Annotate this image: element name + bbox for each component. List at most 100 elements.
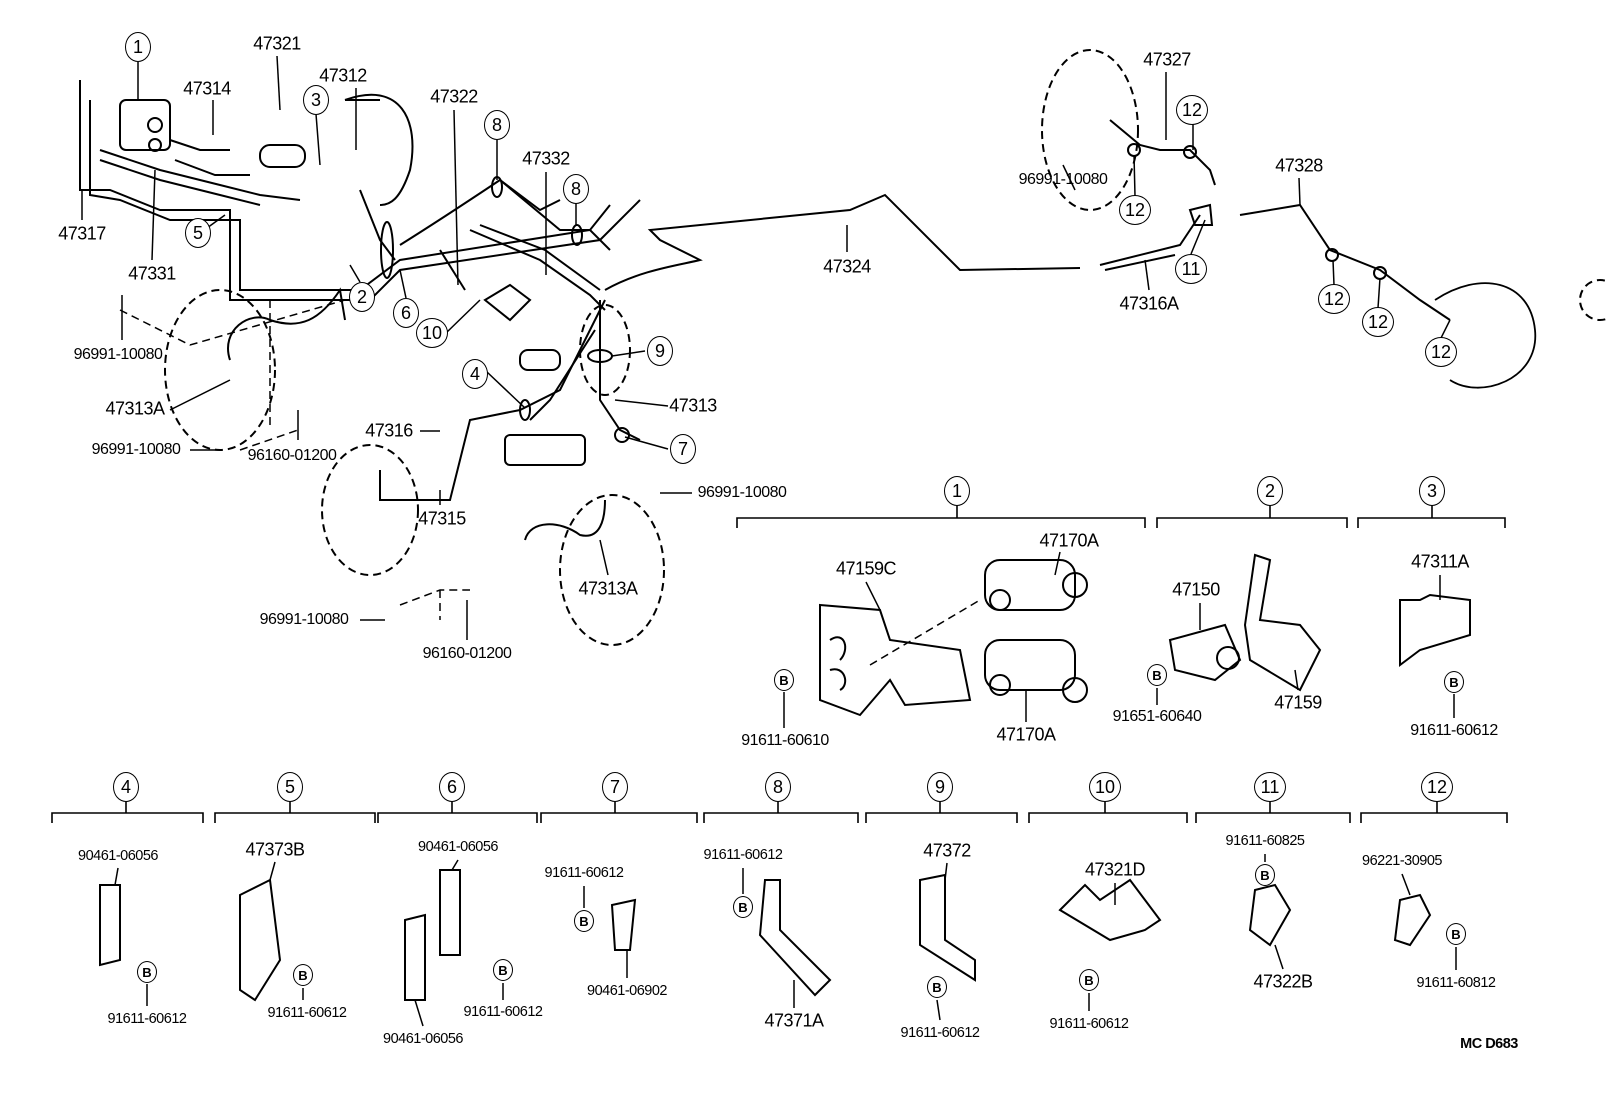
part-label: 47313A: [578, 578, 638, 599]
master-cylinder-drum: [344, 93, 414, 206]
group-brackets: [51, 505, 1508, 823]
part-label: 96160-01200: [247, 447, 337, 464]
part-label: 91611-60612: [703, 847, 783, 863]
dashed-leaders: [119, 299, 981, 666]
group-2-callout: 2: [1257, 476, 1283, 506]
part-label: 47322: [430, 86, 478, 107]
group-8-callout: 8: [765, 772, 791, 802]
part-label: 47311A: [1411, 551, 1469, 572]
part-label: 91611-60610: [741, 732, 829, 749]
part-label: 91611-60612: [107, 1011, 187, 1027]
part-label: 47313: [669, 395, 717, 416]
group-11-callout: 11: [1254, 772, 1286, 802]
callout-12: 12: [1362, 307, 1394, 337]
part-label: 47313A: [105, 398, 165, 419]
bolt-mark: B: [1079, 969, 1099, 991]
group-4-callout: 4: [113, 772, 139, 802]
callout-10: 10: [416, 318, 448, 348]
part-label: 91611-60612: [1049, 1016, 1129, 1032]
part-label: 91611-60612: [900, 1025, 980, 1041]
part-label: 96991-10080: [91, 441, 181, 458]
diagram-code: MC D683: [1460, 1036, 1518, 1052]
bolt-mark: B: [1444, 671, 1464, 693]
part-label: 96991-10080: [697, 484, 787, 501]
part-label: 47328: [1275, 155, 1323, 176]
callout-6: 6: [393, 298, 419, 328]
group-3-callout: 3: [1419, 476, 1445, 506]
leader-lines: [81, 55, 1451, 640]
bolt-mark: B: [1147, 664, 1167, 686]
part-label: 47316A: [1119, 293, 1179, 314]
part-label: 90461-06056: [383, 1031, 463, 1047]
part-label: 47317: [58, 223, 106, 244]
group-12-callout: 12: [1421, 772, 1453, 802]
callout-11: 11: [1175, 254, 1207, 284]
part-label: 96991-10080: [1018, 171, 1108, 188]
bolt-mark: B: [137, 961, 157, 983]
callout-2: 2: [349, 282, 375, 312]
callout-8: 8: [484, 110, 510, 140]
part-label: 47327: [1143, 49, 1191, 70]
front-right-drum: [321, 444, 419, 576]
part-label: 91611-60612: [544, 865, 624, 881]
part-label: 47170A: [1039, 530, 1099, 551]
part-label: 91611-60825: [1225, 833, 1305, 849]
callout-12: 12: [1318, 284, 1350, 314]
part-label: 47159C: [835, 558, 897, 579]
callout-4: 4: [462, 359, 488, 389]
part-label: 90461-06056: [418, 839, 498, 855]
part-label: 47159: [1274, 692, 1322, 713]
part-label: 47324: [823, 256, 871, 277]
part-label: 91611-60812: [1416, 975, 1496, 991]
part-label: 47372: [923, 840, 971, 861]
part-label: 47314: [183, 78, 231, 99]
group-7-callout: 7: [602, 772, 628, 802]
part-label: 91611-60612: [463, 1004, 543, 1020]
part-label: 47150: [1172, 579, 1220, 600]
bolt-mark: B: [927, 976, 947, 998]
part-label: 91651-60640: [1112, 708, 1202, 725]
group-1-callout: 1: [944, 476, 970, 506]
part-label: 47170A: [996, 724, 1056, 745]
front-left-drum: [164, 289, 276, 451]
part-label: 47371A: [764, 1010, 824, 1031]
bolt-mark: B: [493, 959, 513, 981]
callout-3: 3: [303, 85, 329, 115]
bolt-mark: B: [574, 910, 594, 932]
part-label: 96991-10080: [259, 611, 349, 628]
rear-left-drum: [1041, 49, 1139, 211]
group-5-callout: 5: [277, 772, 303, 802]
part-label: 96160-01200: [422, 645, 512, 662]
part-label: 96221-30905: [1362, 853, 1442, 869]
part-label: 47321D: [1084, 859, 1146, 880]
part-label: 47315: [418, 508, 466, 529]
part-label: 96991-10080: [73, 346, 163, 363]
part-label: 47312: [319, 65, 367, 86]
callout-1: 1: [125, 32, 151, 62]
part-label: 47322B: [1253, 971, 1313, 992]
detail-leaders: [114, 551, 1457, 1027]
callout-8: 8: [563, 174, 589, 204]
part-label: 47373B: [245, 839, 305, 860]
group-9-callout: 9: [927, 772, 953, 802]
bolt-mark: B: [733, 896, 753, 918]
part-label: 47331: [128, 263, 176, 284]
bolt-mark: B: [293, 964, 313, 986]
bolt-mark: B: [1255, 864, 1275, 886]
callout-9: 9: [647, 336, 673, 366]
part-label: 47332: [522, 148, 570, 169]
bolt-mark: B: [1446, 923, 1466, 945]
part-label: 90461-06902: [587, 983, 667, 999]
group-6-callout: 6: [439, 772, 465, 802]
bolt-mark: B: [774, 669, 794, 691]
part-label: 90461-06056: [78, 848, 158, 864]
callout-12: 12: [1425, 337, 1457, 367]
callout-5: 5: [185, 218, 211, 248]
callout-12: 12: [1119, 195, 1151, 225]
part-label: 47321: [253, 33, 301, 54]
part-label: 91611-60612: [1410, 722, 1498, 739]
brake-pipes: [79, 80, 1451, 541]
group-10-callout: 10: [1089, 772, 1121, 802]
